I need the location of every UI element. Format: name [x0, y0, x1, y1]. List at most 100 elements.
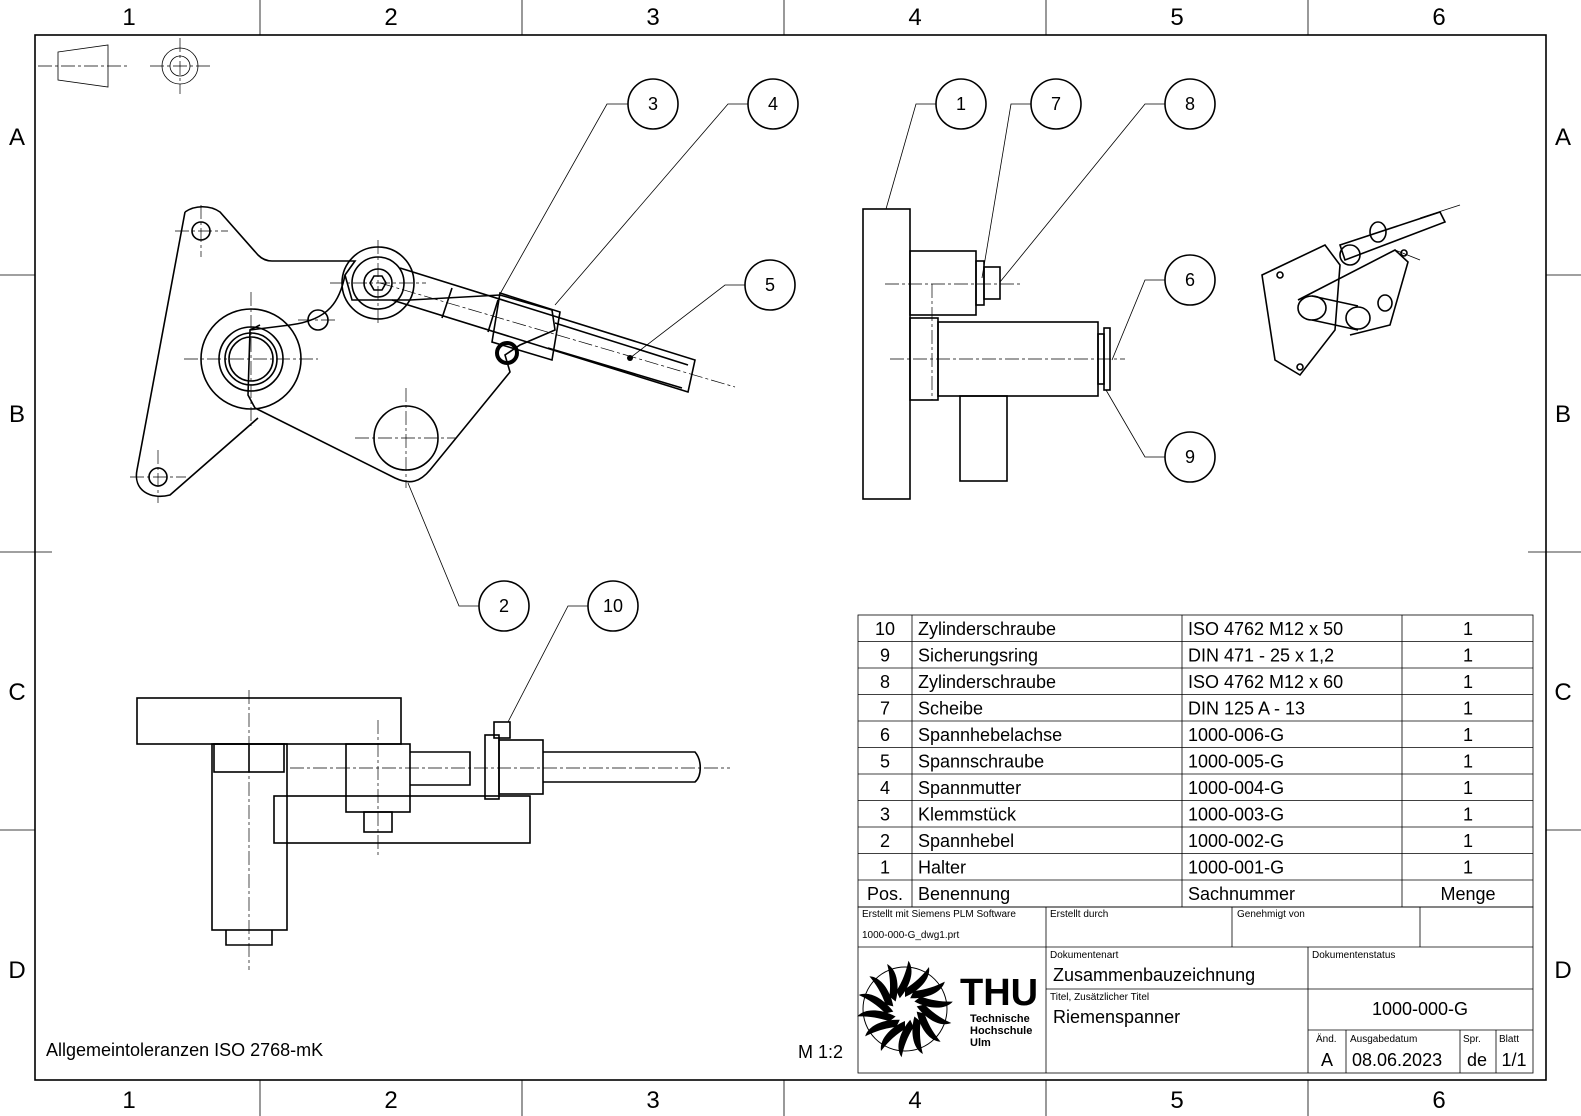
- zone-col-6-bottom: 6: [1432, 1087, 1445, 1114]
- file-name: 1000-000-G_dwg1.prt: [862, 930, 960, 941]
- revision-label: Änd.: [1316, 1033, 1337, 1045]
- title-block: Erstellt mit Siemens PLM Software 1000-0…: [857, 906, 1534, 1074]
- parts-cell-qty: 1: [1463, 805, 1473, 825]
- zone-row-B-right: B: [1555, 401, 1571, 428]
- parts-cell-name: Spannhebelachse: [918, 725, 1062, 745]
- parts-cell-number: ISO 4762 M12 x 60: [1188, 672, 1343, 692]
- balloon-2: 2: [407, 482, 530, 632]
- parts-header-pos: Pos.: [867, 884, 903, 904]
- balloon-4: 4: [554, 78, 799, 306]
- parts-cell-pos: 6: [880, 725, 890, 745]
- side-view: [862, 208, 1125, 500]
- parts-cell-qty: 1: [1463, 725, 1473, 745]
- zone-labels: 1 2 3 4 5 6 1 2 3 4 5 6 A B C D A B C D: [8, 4, 1571, 1114]
- zone-col-2-bottom: 2: [384, 1087, 397, 1114]
- thu-swirl-icon: [857, 960, 953, 1058]
- parts-cell-number: DIN 125 A - 13: [1188, 699, 1305, 719]
- parts-cell-pos: 3: [880, 805, 890, 825]
- logo-line-3: Ulm: [970, 1037, 991, 1049]
- parts-cell-name: Spannschraube: [918, 752, 1044, 772]
- projection-symbol-icon: [38, 38, 210, 94]
- zone-col-3: 3: [646, 4, 659, 31]
- parts-cell-qty: 1: [1463, 831, 1473, 851]
- zone-row-D: D: [8, 957, 25, 984]
- parts-cell-pos: 1: [880, 858, 890, 878]
- zone-row-B: B: [9, 401, 25, 428]
- parts-header-name: Benennung: [918, 884, 1010, 904]
- parts-cell-pos: 5: [880, 752, 890, 772]
- logo-brand: THU: [960, 972, 1038, 1014]
- parts-cell-pos: 7: [880, 699, 890, 719]
- svg-text:8: 8: [1185, 94, 1195, 114]
- svg-text:3: 3: [648, 94, 658, 114]
- parts-cell-qty: 1: [1463, 646, 1473, 666]
- svg-text:2: 2: [499, 596, 509, 616]
- parts-cell-name: Zylinderschraube: [918, 619, 1056, 639]
- parts-cell-qty: 1: [1463, 858, 1473, 878]
- balloon-1: 1: [885, 78, 987, 210]
- parts-cell-pos: 10: [875, 619, 895, 639]
- zone-col-6: 6: [1432, 4, 1445, 31]
- parts-cell-name: Zylinderschraube: [918, 672, 1056, 692]
- parts-cell-number: DIN 471 - 25 x 1,2: [1188, 646, 1334, 666]
- language: de: [1467, 1050, 1487, 1070]
- created-with-label: Erstellt mit Siemens PLM Software: [862, 909, 1016, 920]
- parts-cell-pos: 8: [880, 672, 890, 692]
- title-label: Titel, Zusätzlicher Titel: [1050, 992, 1149, 1003]
- parts-cell-number: 1000-002-G: [1188, 831, 1284, 851]
- parts-cell-qty: 1: [1463, 699, 1473, 719]
- front-view: [130, 205, 736, 503]
- isometric-view: [1261, 204, 1461, 377]
- parts-cell-number: 1000-003-G: [1188, 805, 1284, 825]
- drawing-title: Riemenspanner: [1053, 1007, 1180, 1027]
- parts-cell-number: 1000-001-G: [1188, 858, 1284, 878]
- issue-date-label: Ausgabedatum: [1350, 1034, 1417, 1045]
- svg-text:9: 9: [1185, 447, 1195, 467]
- svg-text:6: 6: [1185, 270, 1195, 290]
- zone-row-D-right: D: [1554, 957, 1571, 984]
- parts-cell-pos: 2: [880, 831, 890, 851]
- zone-col-1: 1: [122, 4, 135, 31]
- svg-text:4: 4: [768, 94, 778, 114]
- top-view: [136, 690, 730, 970]
- zone-col-4: 4: [908, 4, 921, 31]
- doc-type-label: Dokumentenart: [1050, 950, 1119, 961]
- parts-header-qty: Menge: [1440, 884, 1495, 904]
- sheet-label: Blatt: [1499, 1034, 1519, 1045]
- parts-cell-pos: 9: [880, 646, 890, 666]
- zone-row-C-right: C: [1554, 679, 1571, 706]
- doc-status-label: Dokumentenstatus: [1312, 950, 1395, 961]
- zone-row-C: C: [8, 679, 25, 706]
- zone-col-4-bottom: 4: [908, 1087, 921, 1114]
- parts-cell-number: 1000-006-G: [1188, 725, 1284, 745]
- svg-text:5: 5: [765, 275, 775, 295]
- parts-cell-qty: 1: [1463, 752, 1473, 772]
- parts-cell-number: ISO 4762 M12 x 50: [1188, 619, 1343, 639]
- parts-cell-number: 1000-005-G: [1188, 752, 1284, 772]
- parts-cell-pos: 4: [880, 778, 890, 798]
- balloon-6: 6: [1111, 254, 1216, 361]
- zone-col-5: 5: [1170, 4, 1183, 31]
- zone-col-5-bottom: 5: [1170, 1087, 1183, 1114]
- balloon-8: 8: [999, 78, 1216, 283]
- balloon-10: 10: [507, 580, 639, 723]
- zone-row-A-right: A: [1555, 124, 1571, 151]
- parts-cell-qty: 1: [1463, 672, 1473, 692]
- parts-cell-qty: 1: [1463, 619, 1473, 639]
- zone-row-A: A: [9, 124, 25, 151]
- balloon-5: 5: [629, 259, 796, 359]
- parts-cell-name: Spannhebel: [918, 831, 1014, 851]
- zone-col-1-bottom: 1: [122, 1087, 135, 1114]
- thu-logo: THU Technische Hochschule Ulm: [857, 960, 1038, 1058]
- balloon-3: 3: [499, 78, 679, 295]
- general-tolerances-note: Allgemeintoleranzen ISO 2768-mK: [46, 1040, 323, 1060]
- parts-cell-name: Halter: [918, 858, 966, 878]
- parts-cell-qty: 1: [1463, 778, 1473, 798]
- svg-text:10: 10: [603, 596, 623, 616]
- parts-cell-name: Klemmstück: [918, 805, 1017, 825]
- svg-text:7: 7: [1051, 94, 1061, 114]
- parts-cell-name: Spannmutter: [918, 778, 1021, 798]
